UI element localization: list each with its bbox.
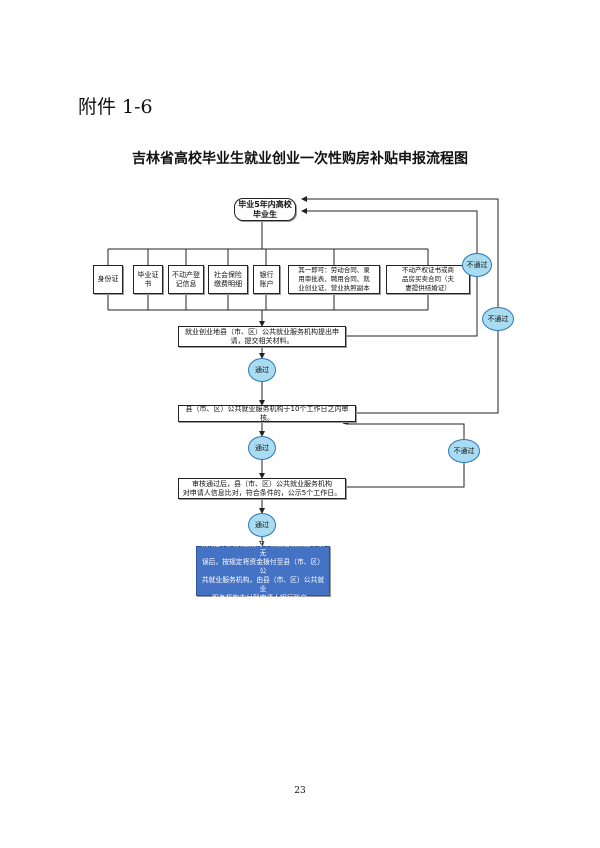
attachment-label: 附件 1-6 [78,96,153,118]
doc-social-insurance: 社会保险 缴费明细 [208,265,248,294]
connector-line [346,463,465,488]
start-graduates-node: 毕业5年内高校 毕业生 [234,198,296,221]
page-number: 23 [294,786,306,796]
decision-pass-2: 通过 [248,436,276,460]
connector-line [356,331,499,414]
decision-fail-1: 不通过 [462,253,492,277]
connector-arrow [301,208,478,253]
doc-diploma: 毕业证 书 [133,265,163,294]
doc-property-registration: 不动产登 记信息 [168,265,204,294]
doc-id-card: 身份证 [93,265,123,294]
step-publicize-5-days: 审核通过后，县（市、区）公共就业服务机构 对申请人信息比对，符合条件的，公示5个… [178,478,346,499]
decision-fail-3: 不通过 [448,439,480,463]
doc-employment-proof: 其一即可：劳动合同、录 用审批表、聘用合同、就 业创业证、营业执照副本 [288,265,380,294]
step-review-10-days: 县（市、区）公共就业服务机构于10个工作日之内审核。 [178,405,356,422]
doc-bank-account: 银行 账户 [253,265,280,294]
doc-property-certificate: 不动产权证书或商 品房买卖合同（夫 妻提供结婚证） [386,265,470,294]
connector-arrow [301,196,499,307]
decision-pass-1: 通过 [248,358,276,382]
flowchart-title: 吉林省高校毕业生就业创业一次性购房补贴申报流程图 [132,151,468,167]
step-submit-application: 就业创业地县（市、区）公共就业服务机构提出申 请，提交相关材料。 [178,326,346,347]
connector-line [346,277,478,337]
step-fund-payment: 财政部门对资金拨付申请报告及数据审核无 误后，按规定将资金拨付至县（市、区）公 … [196,540,330,602]
decision-fail-2: 不通过 [482,307,514,331]
connector-arrow [343,418,465,439]
decision-pass-3: 通过 [248,513,276,537]
